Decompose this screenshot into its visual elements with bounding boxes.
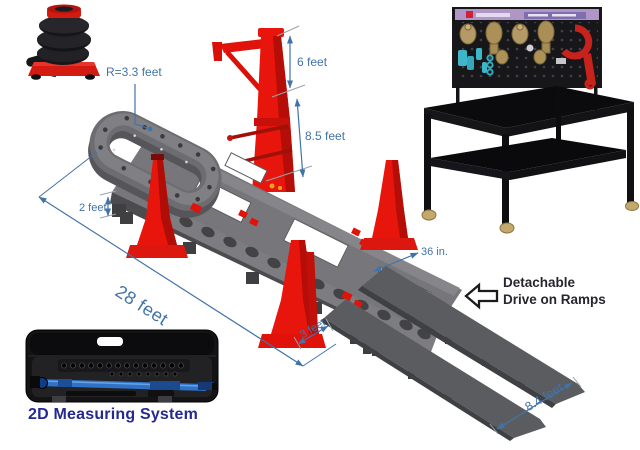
dimension-lines <box>38 25 582 435</box>
radius-leader <box>134 84 148 129</box>
air-jack-image <box>26 4 100 80</box>
ramp-length-dimension <box>496 382 573 430</box>
thirty-six-in-dimension <box>373 252 419 272</box>
red-clamp <box>561 24 596 90</box>
loop-ring <box>88 111 222 218</box>
tower-lower-height-label: 8.5 feet <box>305 129 346 143</box>
track-width-label: 36 in. <box>421 246 448 258</box>
radius-dimension-label: R=3.3 feet <box>106 65 162 79</box>
ramps-note-line1: Detachable <box>503 275 576 290</box>
tower-upper-height-label: 6 feet <box>297 55 328 69</box>
drive-on-ramps <box>320 266 585 441</box>
gold-clamps <box>459 20 555 65</box>
red-tower-right <box>360 160 418 250</box>
deck-height-label: 2 feet <box>79 202 107 214</box>
eight-five-feet-dimension <box>294 98 306 178</box>
twenty-eight-feet-dimension <box>38 196 304 367</box>
ramps-pointer-arrow <box>464 282 499 310</box>
three-feet-dimension <box>297 325 329 345</box>
tool-workbench-image <box>421 7 639 234</box>
pulling-tower-tall <box>212 28 295 192</box>
measuring-system-case-image <box>25 329 219 403</box>
ramps-note-line2: Drive on Ramps <box>503 291 606 307</box>
measuring-system-label: 2D Measuring System <box>28 406 199 423</box>
blue-wrench <box>30 376 218 391</box>
teal-chains <box>458 48 494 76</box>
ramps-note: Detachable Drive on Ramps <box>503 275 606 309</box>
